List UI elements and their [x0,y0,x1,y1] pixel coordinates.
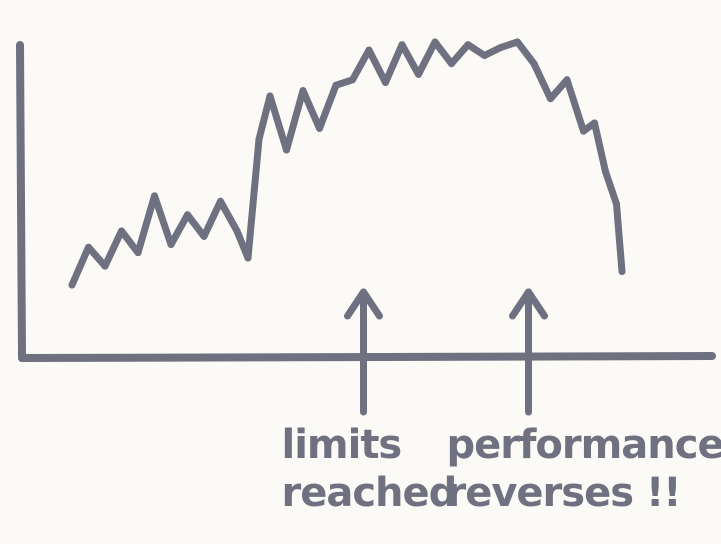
data-point [167,241,175,248]
data-point [481,52,488,59]
data-point [244,254,252,262]
data-point [316,124,323,132]
data-point [85,243,92,251]
data-point [283,146,290,154]
data-point [618,268,626,275]
data-point [151,192,158,200]
data-point [217,197,224,205]
data-point [118,227,125,235]
data-point [233,227,241,235]
data-point [134,249,142,257]
annotation-label: limits [282,422,402,468]
data-point [68,281,76,289]
data-point [613,200,620,208]
data-point [184,211,191,219]
data-point [448,60,455,68]
data-point [101,262,109,270]
data-point [563,76,571,84]
y-axis-line [16,41,26,362]
data-point [547,95,554,103]
annotation-label: reverses !! [447,470,681,516]
data-point [580,127,587,135]
data-point [530,60,538,68]
data-point [266,92,274,100]
data-point [365,46,373,54]
data-point [349,76,356,84]
data-point [382,79,389,86]
data-point [255,135,263,143]
data-point [431,38,439,46]
data-point [398,41,406,49]
annotation-label: reached [282,470,457,516]
annotation-arrow-head [509,288,548,320]
data-point [415,70,422,78]
annotation-arrow-head [344,288,383,320]
data-point [497,43,505,51]
data-point [602,168,609,176]
data-point [591,119,598,127]
data-point [464,41,472,49]
data-point [514,38,521,46]
data-point [332,81,340,89]
data-point [299,87,307,95]
annotation-label: performance [447,422,721,468]
series-line-0 [68,38,626,289]
data-point [200,232,208,240]
series-layer [68,38,626,289]
